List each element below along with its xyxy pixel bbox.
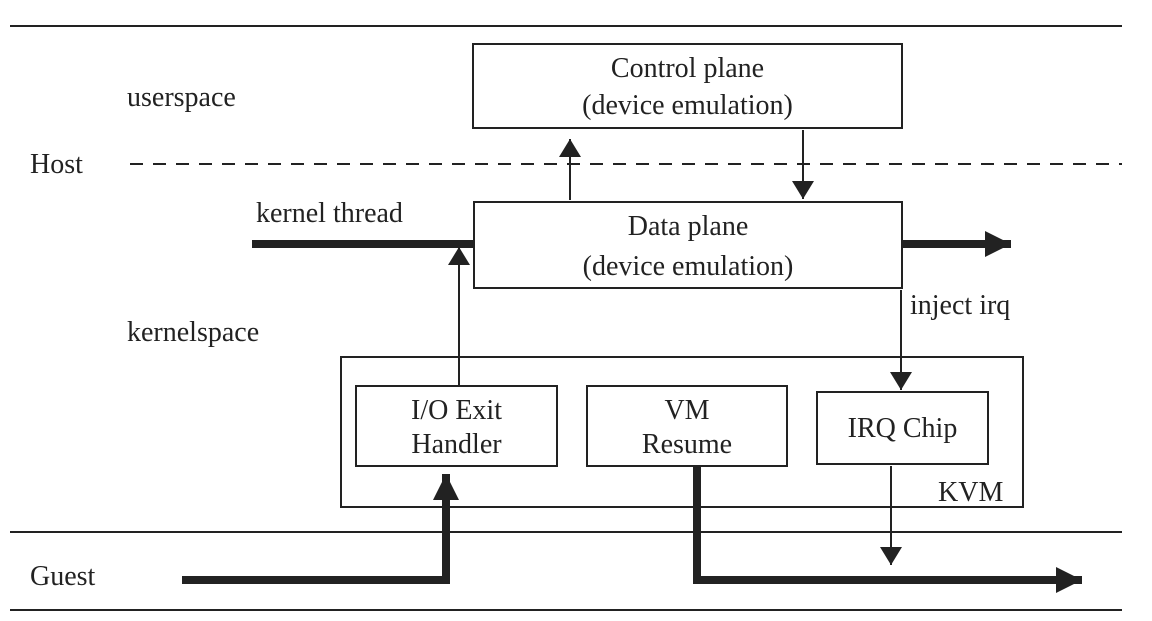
vm-resume-line1: VM <box>664 395 710 426</box>
vm-resume-to-guest-arrow <box>693 466 1082 593</box>
control-plane-title: Control plane <box>610 53 765 84</box>
guest-exit-arrow <box>182 474 459 584</box>
vm-resume-line2: Resume <box>641 429 733 460</box>
irq-chip-box <box>816 391 989 465</box>
kvm-label: KVM <box>938 477 1004 508</box>
kernelspace-label: kernelspace <box>127 317 260 348</box>
irq-chip-label: IRQ Chip <box>847 413 958 444</box>
inject-irq-label: inject irq <box>910 290 1011 321</box>
vm-resume-box <box>586 385 788 467</box>
data-plane-title: Data plane <box>627 211 749 242</box>
kvm-box <box>340 356 1024 508</box>
kernel-thread-label: kernel thread <box>256 198 403 229</box>
control-plane-subtitle: (device emulation) <box>582 90 793 121</box>
io-exit-handler-line1: I/O Exit <box>411 395 502 426</box>
userspace-label: userspace <box>127 82 236 113</box>
guest-label: Guest <box>30 561 96 592</box>
host-label: Host <box>30 149 83 180</box>
data-plane-subtitle: (device emulation) <box>582 251 794 282</box>
io-exit-handler-box <box>355 385 558 467</box>
io-exit-handler-line2: Handler <box>411 429 502 460</box>
control-plane-box <box>472 43 903 129</box>
